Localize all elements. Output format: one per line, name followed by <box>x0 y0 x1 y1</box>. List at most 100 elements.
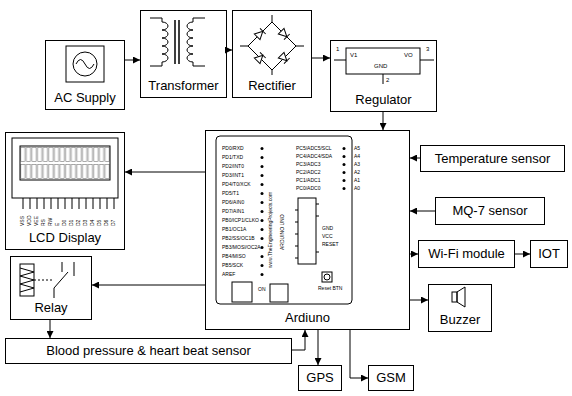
block-box: Wi-Fi module <box>418 240 515 268</box>
block-box: Transformer <box>140 10 227 98</box>
block-box: AC Supply <box>45 40 125 110</box>
block-label: Blood pressure & heart beat sensor <box>46 343 251 359</box>
signal-arrow <box>50 320 51 338</box>
pin-label: VSS <box>20 216 25 226</box>
signal-arrow <box>312 58 330 59</box>
block-box: Blood pressure & heart beat sensor <box>5 338 292 364</box>
block-label: LCD Display <box>29 230 101 246</box>
pin-label: A1 <box>354 178 360 183</box>
pin-label: D4 <box>90 220 95 226</box>
pin-label: PC1/ADC1 <box>296 178 320 183</box>
pin-label: ARDUINO UNO <box>280 214 285 250</box>
block-label: AC Supply <box>54 90 115 106</box>
pin-label: PB5/SCK <box>222 263 243 268</box>
relay-symbol <box>20 262 74 298</box>
pin-label: GND <box>374 63 387 69</box>
signal-arrow <box>410 300 428 301</box>
pin-label: ON <box>258 287 266 292</box>
block-label: GSM <box>376 370 406 386</box>
block-label: IOT <box>538 246 560 262</box>
pin-label: PD3/INT1 <box>222 173 244 178</box>
block-label: Rectifier <box>248 78 296 94</box>
pin-label: PB3/MOSI/OC2A <box>222 245 261 250</box>
regulator-symbol <box>334 48 434 84</box>
signal-arrow <box>383 112 384 130</box>
pin-label: VDD <box>27 215 32 226</box>
bridge-rectifier-symbol <box>240 15 304 75</box>
pin-label: AREF <box>222 272 235 277</box>
block-label: Buzzer <box>440 312 480 328</box>
pin-label: 1 <box>336 46 339 52</box>
block-box: Temperature sensor <box>420 145 565 172</box>
signal-arrow <box>515 254 530 255</box>
block-box: Buzzer <box>428 284 492 332</box>
signal-arrow <box>410 254 418 255</box>
pin-label: RW <box>48 218 53 226</box>
pin-label: A0 <box>354 186 360 191</box>
block-label: Wi-Fi module <box>428 246 505 262</box>
pin-label: Reset BTN <box>318 286 342 291</box>
block-label: Temperature sensor <box>435 151 551 167</box>
pin-label: RS <box>41 219 46 226</box>
pin-label: PD4/T0/XCK <box>222 182 251 187</box>
pin-label: RESET <box>322 242 339 247</box>
pin-label: VCC <box>322 234 333 239</box>
pin-label: PB1/OC1A <box>222 227 246 232</box>
pin-label: PD2/INT0 <box>222 164 244 169</box>
transformer-symbol <box>150 18 205 66</box>
signal-arrow <box>410 211 435 212</box>
pin-label: PD6/AIN0 <box>222 200 244 205</box>
block-label: Relay <box>34 300 67 316</box>
block-box: Rectifier <box>232 10 312 98</box>
pin-label: PC3/ADC3 <box>296 162 320 167</box>
pin-label: V1 <box>350 52 357 58</box>
pin-label: GND <box>322 226 333 231</box>
pin-label: A5 <box>354 146 360 151</box>
block-box: LCD Display <box>5 132 125 250</box>
block-label: Transformer <box>148 78 218 94</box>
pin-label: D6 <box>104 220 109 226</box>
pin-label: PB4/MISO <box>222 254 246 259</box>
pin-label: PB2/SS/OC1B <box>222 236 255 241</box>
pin-label: D2 <box>76 220 81 226</box>
block-box: Relay <box>10 256 92 320</box>
pin-label: D7 <box>111 220 116 226</box>
pin-label: 2 <box>386 77 389 83</box>
signal-arrow <box>125 172 205 173</box>
pin-label: A3 <box>354 162 360 167</box>
pin-label: PD1/TXD <box>222 155 243 160</box>
lcd-module-symbol <box>12 138 118 209</box>
block-box: Regulator <box>330 40 437 112</box>
pin-label: D0 <box>62 220 67 226</box>
pin-label: PD5/T1 <box>222 191 239 196</box>
pin-label: A2 <box>354 170 360 175</box>
pin-label: PC0/ADC0 <box>296 186 320 191</box>
pin-label: VEE <box>34 216 39 226</box>
pin-label: PD7/AIN1 <box>222 209 244 214</box>
pin-label: 3 <box>426 46 429 52</box>
block-label: Ardiuno <box>285 310 330 326</box>
signal-arrow <box>125 60 140 61</box>
ac-source-symbol <box>66 46 104 82</box>
signal-arrow <box>292 330 305 350</box>
block-box: GPS <box>298 365 342 391</box>
arduino-board-drawing <box>216 136 352 304</box>
buzzer-symbol <box>452 287 465 307</box>
block-box: MQ-7 sensor <box>435 197 545 225</box>
pin-label: VO <box>404 52 413 58</box>
pin-label: E <box>55 223 60 226</box>
pin-label: D1 <box>69 220 74 226</box>
signal-arrow <box>92 285 205 286</box>
pin-label: PC4/ADC4/SDA <box>296 154 332 159</box>
pin-label: D3 <box>83 220 88 226</box>
pin-label: PC5/ADC5/SCL <box>296 146 332 151</box>
pin-label: PC2/ADC2 <box>296 170 320 175</box>
pin-label: A4 <box>354 154 360 159</box>
block-label: Regulator <box>355 92 411 108</box>
pin-label: www.TheEngineeringProjects.com <box>268 192 273 268</box>
pin-label: PD0/RXD <box>222 146 244 151</box>
pin-label: D5 <box>97 220 102 226</box>
signal-arrow <box>350 330 368 378</box>
